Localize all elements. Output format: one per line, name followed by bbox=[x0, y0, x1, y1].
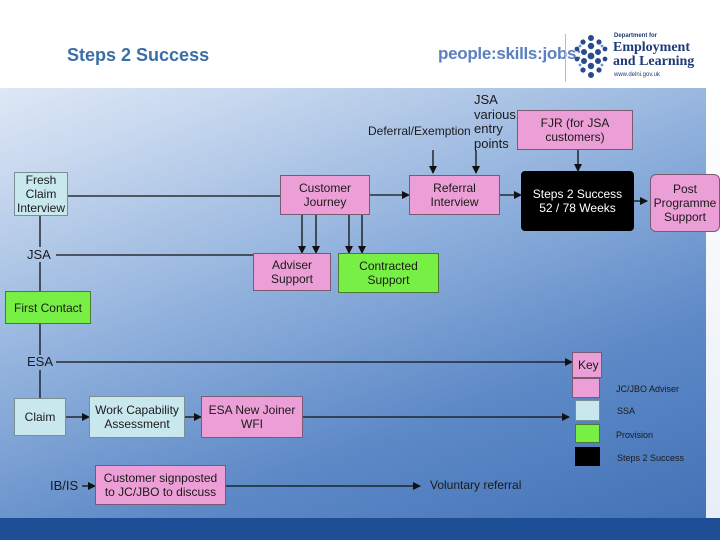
key-swatch-jc-jbo-adviser bbox=[572, 378, 600, 398]
post-programme-support-box: Post Programme Support bbox=[650, 174, 720, 232]
customer-signposted-box: Customer signposted to JC/JBO to discuss bbox=[95, 465, 226, 505]
key-label-ssa: SSA bbox=[617, 406, 636, 416]
tagline: people:skills:jobs: bbox=[438, 44, 582, 63]
key-label-jc-jbo-adviser: JC/JBO Adviser bbox=[616, 384, 680, 394]
logo-divider bbox=[565, 34, 566, 82]
esa-new-joiner-wfi-box: ESA New Joiner WFI bbox=[201, 396, 303, 438]
key-label-steps-2-success: Steps 2 Success bbox=[617, 453, 685, 463]
department-name-line1: Employment bbox=[613, 40, 690, 55]
label-esa: ESA bbox=[27, 354, 54, 369]
department-logo-icon bbox=[574, 35, 608, 78]
first-contact-box: First Contact bbox=[5, 291, 91, 324]
work-capability-assessment-box: Work Capability Assessment bbox=[89, 396, 185, 438]
key-label-provision: Provision bbox=[616, 430, 654, 440]
key-swatch-ssa bbox=[575, 400, 600, 421]
customer-journey-box: Customer Journey bbox=[280, 175, 370, 215]
label-ib-is: IB/IS bbox=[50, 478, 79, 493]
label-jsa: JSA bbox=[27, 247, 51, 262]
header-bar: Steps 2 Success people:skills:jobs: Depa… bbox=[0, 0, 720, 88]
fjr-box: FJR (for JSA customers) bbox=[517, 110, 633, 150]
label-jsa-various-entry-points: JSA various entry points bbox=[474, 92, 516, 151]
key-swatch-provision bbox=[575, 424, 600, 443]
label-voluntary-referral: Voluntary referral bbox=[430, 478, 522, 492]
key-title-box: Key bbox=[572, 352, 602, 378]
claim-box: Claim bbox=[14, 398, 66, 436]
adviser-support-box: Adviser Support bbox=[253, 253, 331, 291]
footer-bar bbox=[0, 518, 720, 540]
key-swatch-steps-2-success bbox=[575, 447, 600, 466]
steps-2-success-weeks-box: Steps 2 Success 52 / 78 Weeks bbox=[521, 171, 634, 231]
page-title: Steps 2 Success bbox=[67, 45, 210, 65]
department-name-line2: and Learning bbox=[613, 54, 695, 69]
label-deferral-exemption: Deferral/Exemption bbox=[368, 124, 471, 138]
department-label: Department for bbox=[614, 33, 658, 39]
fresh-claim-interview-box: Fresh Claim Interview bbox=[14, 172, 68, 216]
referral-interview-box: Referral Interview bbox=[409, 175, 500, 215]
contracted-support-box: Contracted Support bbox=[338, 253, 439, 293]
department-url: www.delni.gov.uk bbox=[614, 72, 660, 78]
department-name: Employment and Learning bbox=[613, 41, 694, 69]
